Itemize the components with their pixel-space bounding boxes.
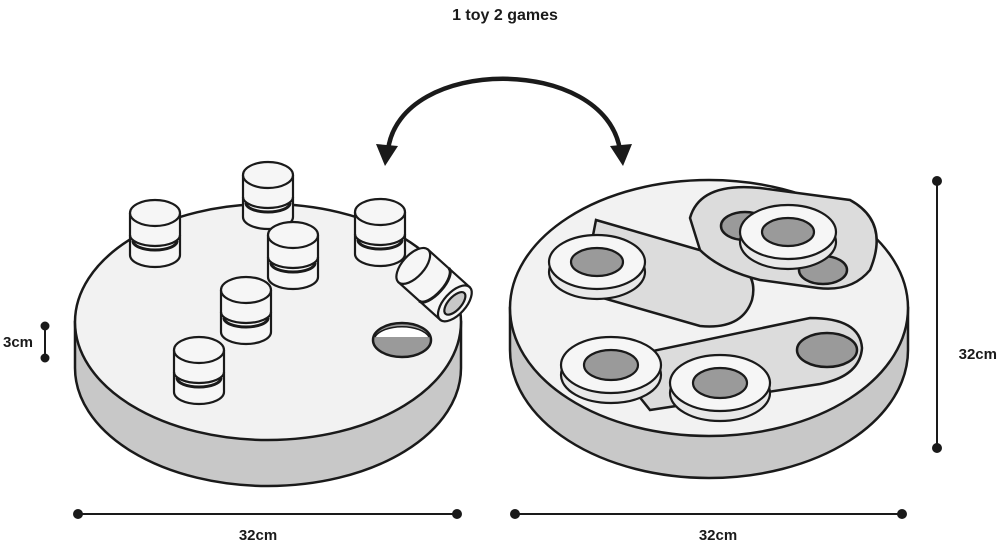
ring: [559, 335, 663, 405]
peg: [353, 197, 407, 268]
peg: [128, 198, 182, 269]
peg: [172, 335, 226, 406]
right-rings: [547, 203, 838, 423]
peg: [241, 160, 295, 231]
peg: [219, 275, 273, 346]
swap-arrow-icon: [376, 76, 632, 166]
board-hole: [795, 331, 859, 369]
right-depth-dimension: [932, 176, 942, 453]
left-width-label: 32cm: [239, 527, 277, 544]
left-width-dimension: [73, 509, 462, 519]
right-width-dimension: [510, 509, 907, 519]
right-width-label: 32cm: [699, 527, 737, 544]
ring: [738, 203, 838, 271]
peg: [266, 220, 320, 291]
height-label: 3cm: [3, 334, 33, 351]
height-dimension: [40, 321, 50, 363]
peg-tilted: [395, 246, 473, 323]
right-board: [508, 178, 910, 480]
ring: [547, 233, 647, 301]
ring: [668, 353, 772, 423]
right-depth-label: 32cm: [959, 346, 997, 363]
diagram-title: 1 toy 2 games: [452, 7, 558, 24]
left-pegs: [128, 160, 473, 406]
